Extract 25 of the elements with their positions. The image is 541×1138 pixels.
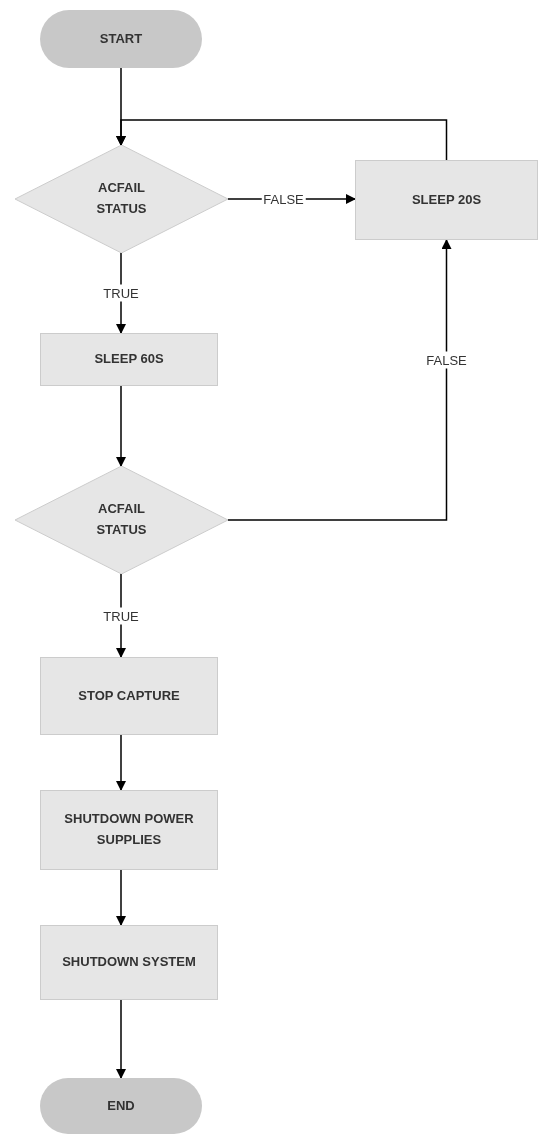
process-box	[355, 160, 538, 240]
edge-label: FALSE	[424, 351, 469, 369]
node-label: SHUTDOWN SYSTEM	[61, 953, 197, 972]
terminal-pill	[40, 10, 202, 68]
arrow	[116, 385, 126, 467]
arrow	[116, 119, 448, 161]
node-label: ACFAIL STATUS	[95, 500, 148, 539]
process-box	[40, 790, 218, 870]
edge-label: TRUE	[101, 284, 141, 302]
node-label: END	[106, 1096, 136, 1115]
edge-label: TRUE	[101, 607, 141, 624]
arrow	[116, 734, 126, 791]
node-label: SLEEP 20S	[410, 190, 483, 209]
terminal-pill	[40, 1078, 202, 1134]
node-label: SHUTDOWN POWER SUPPLIES	[63, 810, 195, 849]
node-label: STOP CAPTURE	[77, 686, 181, 705]
arrow	[116, 999, 126, 1079]
process-box	[40, 925, 218, 1000]
node-label: START	[98, 29, 144, 48]
node-label: SLEEP 60S	[93, 350, 165, 369]
arrow	[227, 239, 452, 521]
process-box	[40, 333, 218, 386]
arrow	[116, 869, 126, 926]
node-label: ACFAIL STATUS	[95, 179, 148, 218]
process-box	[40, 657, 218, 735]
